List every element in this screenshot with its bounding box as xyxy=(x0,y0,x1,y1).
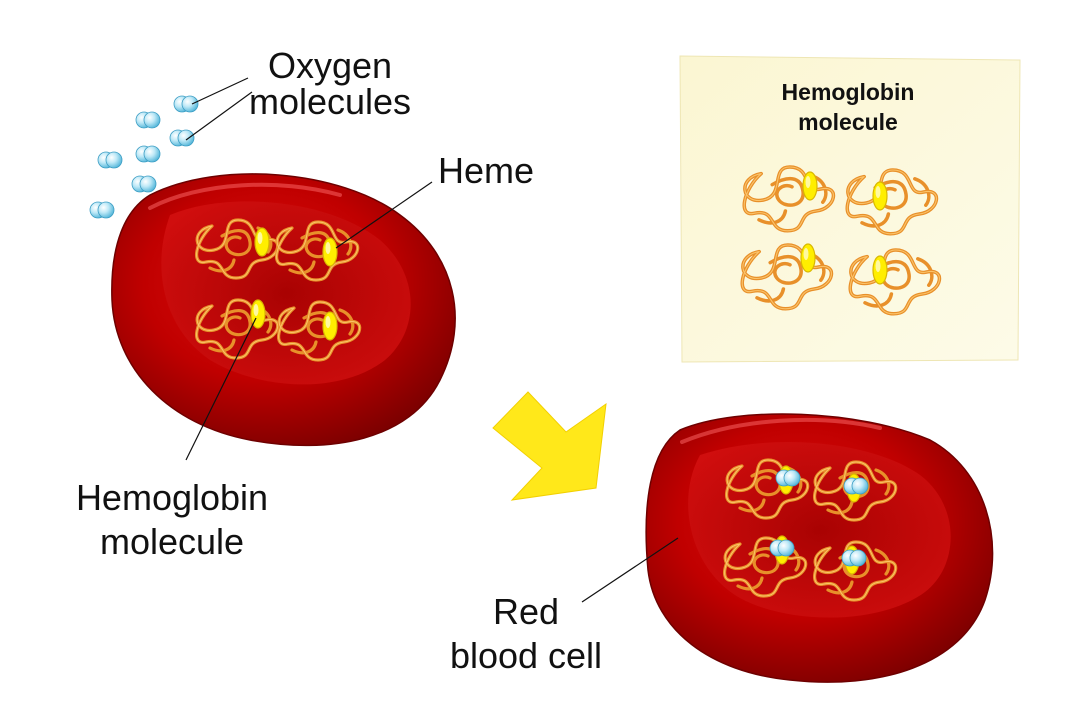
hemoglobin-leader-line xyxy=(185,317,257,461)
oxygen-molecule-icon xyxy=(131,175,157,193)
heme-icon xyxy=(322,237,338,267)
oxygen-molecule-icon xyxy=(173,95,199,113)
oxygen-molecule-icon xyxy=(97,151,123,169)
leader-lines xyxy=(185,77,679,603)
hemoglobin-label-line2: molecule xyxy=(100,521,244,562)
red-blood-cell-left xyxy=(111,173,456,447)
heme-icon xyxy=(872,255,888,285)
transition-arrow-icon xyxy=(492,391,607,501)
red-blood-cell-label-line2: blood cell xyxy=(450,635,602,676)
oxygen-leader-line xyxy=(185,91,253,141)
heme-icon xyxy=(872,181,888,211)
oxygen-molecule-icon xyxy=(135,145,161,163)
inset-title-line1: Hemoglobin xyxy=(782,79,915,105)
oxygen-molecule-icon xyxy=(169,129,195,147)
heme-icon xyxy=(802,171,818,201)
red-blood-cell-right xyxy=(645,413,994,683)
heme-icon xyxy=(800,243,816,273)
hemoglobin-inset-panel: Hemoglobin molecule xyxy=(679,55,1021,363)
oxygen-leader-line xyxy=(191,77,249,105)
oxygen-molecule-icon xyxy=(135,111,161,129)
oxygen-label-line2: molecules xyxy=(249,81,411,122)
bound-oxygen-icon xyxy=(775,469,801,487)
oxygen-molecule-icon xyxy=(89,201,115,219)
inset-title-line2: molecule xyxy=(798,109,898,135)
heme-leader-line xyxy=(335,181,433,249)
bound-oxygen-icon xyxy=(843,477,869,495)
heme-icon xyxy=(254,227,270,257)
bound-oxygen-icon xyxy=(769,539,795,557)
red-blood-cell-leader-line xyxy=(581,537,679,603)
bound-oxygen-icon xyxy=(841,549,867,567)
heme-label: Heme xyxy=(438,150,534,191)
red-blood-cell-label-line1: Red xyxy=(493,591,559,632)
hemoglobin-label-line1: Hemoglobin xyxy=(76,477,268,518)
oxygen-label-line1: Oxygen xyxy=(268,45,392,86)
heme-icon xyxy=(322,311,338,341)
